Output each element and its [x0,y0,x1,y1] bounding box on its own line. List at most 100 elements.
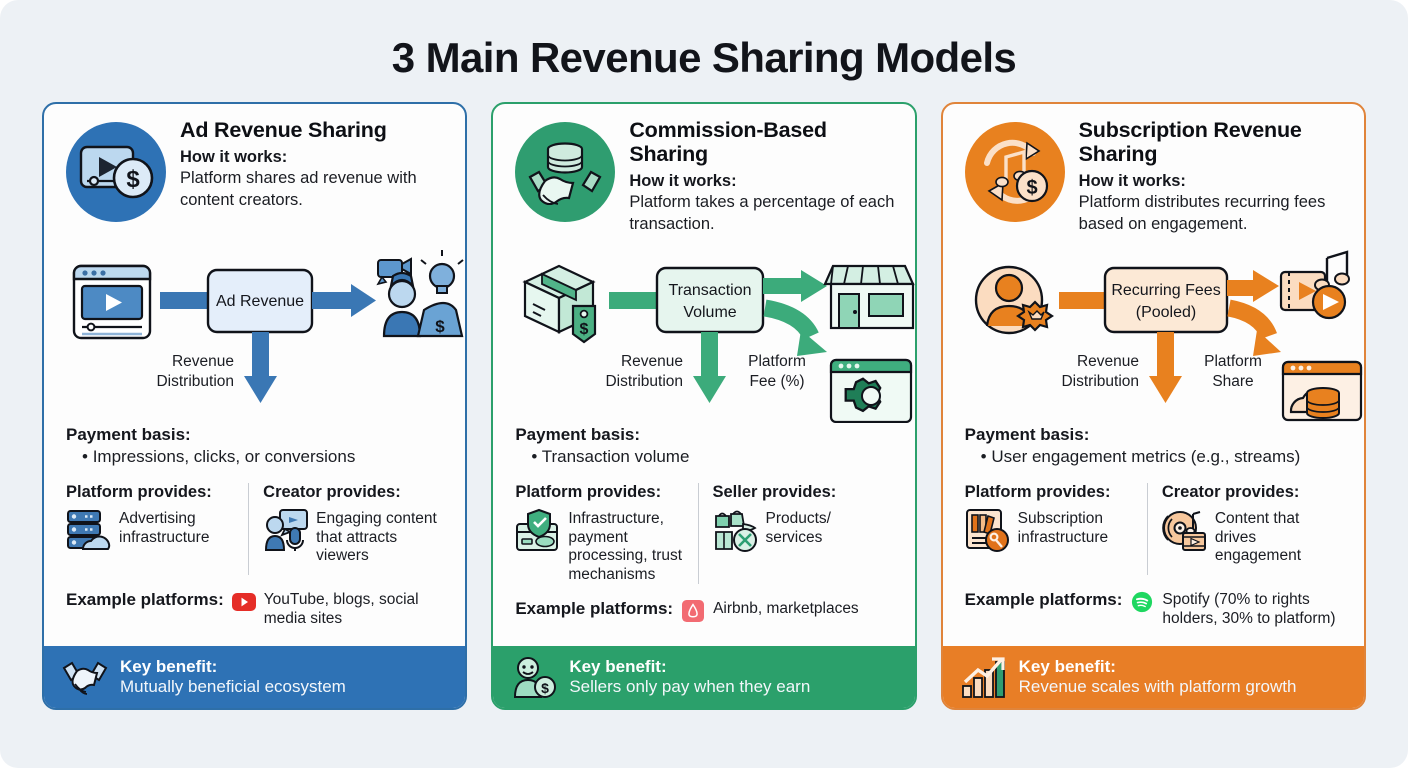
card-ad-revenue-sharing[interactable]: $ Ad Revenue Sharing How it works: Platf… [42,102,468,711]
card-header-text: Ad Revenue Sharing How it works: Platfor… [180,116,445,211]
flow-down-label-2: Distribution [1061,373,1139,390]
example-platforms-text: YouTube, blogs, social media sites [263,591,419,627]
disc-film-icon [1162,511,1206,552]
flow-branch-label-1: Platform [748,353,806,370]
payment-basis-text: User engagement metrics (e.g., streams) [991,447,1301,467]
spotify-logo-icon [1132,592,1153,613]
card-header-text: Commission-Based Sharing How it works: P… [629,116,894,235]
model-title: Ad Revenue Sharing [180,118,387,143]
key-benefit-band: Key benefit: Mutually beneficial ecosyst… [44,646,466,709]
platform-provides-label: Platform provides: [515,483,662,502]
creator-provides-text: Content that drives engagement [1214,510,1302,565]
payment-basis-label: Payment basis: [515,425,641,445]
card-header: Commission-Based Sharing How it works: P… [515,116,894,244]
flow-box-label: Ad Revenue [216,293,304,310]
flow-arrow-out-branch [1226,299,1281,357]
payment-basis-item: • User engagement metrics (e.g., streams… [980,447,1301,467]
flow-arrow-out-top [763,270,828,303]
seller-provides-col: Seller provides: [697,483,895,585]
payment-basis-text: Transaction volume [541,447,690,467]
recurring-music-dollar-icon: $ [964,122,1065,223]
video-player-window-icon [72,264,152,340]
creator-moneybag-icon: $ [376,250,464,338]
flow-arrow-out-branch [763,299,828,357]
card-body: $ Ad Revenue Sharing How it works: Platf… [44,104,465,646]
card-shield-icon [516,509,559,552]
key-benefit-label: Key benefit: [569,656,667,676]
platform-provides-label: Platform provides: [964,483,1111,502]
flow-down-label-1: Revenue [172,353,234,370]
flow-diagram: Ad Revenue [66,248,464,423]
cloud-database-icon [1281,360,1362,422]
provides-section: Platform provides: Adver [66,483,445,576]
subscription-key-icon [965,509,1009,553]
example-platforms-label: Example platforms: [964,590,1123,610]
platform-provides-text: Infrastructure, payment processing, trus… [568,510,683,583]
card-header: $ Ad Revenue Sharing How it works: Platf… [66,116,445,244]
page-title: 3 Main Revenue Sharing Models [391,34,1017,81]
platform-provides-label: Platform provides: [66,483,212,502]
svg-text:$: $ [435,317,445,336]
platform-provides-col: Platform provides: [965,483,1147,575]
key-benefit-text: Mutually beneficial ecosystem [120,677,346,697]
flow-diagram: Recurring Fees (Pooled) [965,248,1362,423]
browser-gear-icon [830,358,913,424]
key-benefit-band: Key benefit: Revenue scales with platfor… [942,646,1364,709]
package-pricetag-icon: $ [522,264,597,344]
payment-basis-label: Payment basis: [964,425,1090,445]
example-platforms-label: Example platforms: [515,599,674,619]
flow-arrow-down [1148,332,1182,404]
flow-center-box: Transaction Volume [656,266,765,334]
flow-arrow-out-top [1226,270,1279,303]
svg-text:$: $ [541,680,549,696]
creator-provides-col: Creator provides: [248,483,445,576]
provides-section: Platform provides: [965,483,1344,576]
creator-provides-label: Creator provides: [263,483,401,502]
card-header-text: Subscription Revenue Sharing How it work… [1079,116,1344,235]
flow-branch-label-2: Share [1212,373,1253,390]
svg-text:$: $ [126,166,140,193]
model-title: Commission-Based Sharing [629,118,827,167]
flow-diagram: $ Transaction Volume [515,248,915,424]
svg-text:$: $ [1026,177,1037,199]
how-it-works-text: Platform distributes recurring fees base… [1078,192,1326,233]
flow-arrow-in [160,292,208,310]
video-dollar-icon: $ [66,122,166,223]
platform-provides-col: Platform provides: Adver [66,483,248,575]
creator-mic-video-icon [265,509,309,552]
flow-arrow-in [609,292,658,310]
platform-provides-text: Subscription infrastructure [1017,510,1109,546]
flow-down-label-1: Revenue [1077,353,1139,370]
flow-box-label-2: Volume [684,304,737,321]
key-benefit-text: Revenue scales with platform growth [1018,677,1297,697]
key-benefit-label: Key benefit: [120,656,218,676]
seller-provides-text: Products/ services [765,510,831,546]
payment-basis-item: • Transaction volume [531,447,690,467]
server-cloud-icon [67,510,111,551]
flow-arrow-in [1058,292,1107,310]
flow-box-label-1: Transaction [669,282,752,299]
creator-provides-text: Engaging content that attracts viewers [316,510,437,565]
flow-arrow-down [693,332,727,404]
coins-handshake-icon [515,122,616,223]
storefront-icon [823,264,915,330]
card-commission-based-sharing[interactable]: Commission-Based Sharing How it works: P… [491,102,917,711]
flow-branch-label-2: Fee (%) [750,373,805,390]
card-subscription-revenue-sharing[interactable]: $ Subscription Revenue Sharing How it wo… [940,102,1366,711]
payment-basis-label: Payment basis: [66,425,191,445]
card-header: $ Subscription Revenue Sharing How it wo… [964,116,1344,244]
youtube-logo-icon [231,593,256,612]
card-body: $ Subscription Revenue Sharing How it wo… [943,104,1364,646]
example-platforms: Example platforms: Spotify (70% to right… [965,589,1344,628]
key-benefit-label: Key benefit: [1018,656,1116,676]
platform-provides-col: Platform provides: Infrastructure, payme… [515,483,697,584]
example-platforms-text: Airbnb, marketplaces [713,600,859,618]
creator-provides-col: Creator provides: [1146,483,1344,576]
flow-down-label-2: Distribution [156,373,234,390]
media-music-play-icon [1279,250,1350,320]
flow-box-label-1: Recurring Fees [1111,282,1220,299]
example-platforms: Example platforms: YouTube, blogs, socia… [66,589,445,628]
cards-row: $ Ad Revenue Sharing How it works: Platf… [0,80,1408,711]
handshake-icon [62,661,108,695]
